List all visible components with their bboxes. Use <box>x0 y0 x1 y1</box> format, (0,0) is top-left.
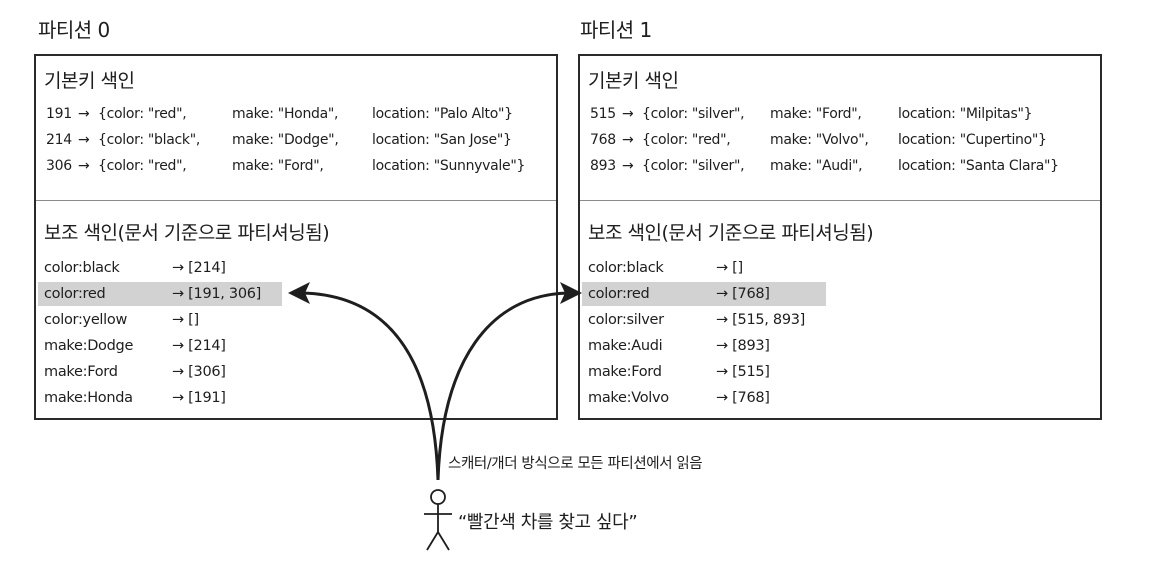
section-divider <box>580 200 1100 201</box>
partition-0-primary-index-title: 기본키 색인 <box>44 70 135 92</box>
user-query-quote: “빨간색 차를 찾고 싶다” <box>458 512 638 533</box>
partition-1-title: 파티션 1 <box>580 18 652 42</box>
index-value: → [] <box>172 312 199 328</box>
index-key: color:black <box>44 260 120 276</box>
partition-1-index-row: make:Volvo → [768] <box>582 386 826 410</box>
index-value: → [893] <box>716 338 770 354</box>
index-key: color:yellow <box>44 312 128 328</box>
record-make: make: "Ford", <box>770 106 862 122</box>
partition-0-index-row: make:Dodge → [214] <box>38 334 282 358</box>
record-make: make: "Ford", <box>232 158 324 174</box>
index-key: color:red <box>44 286 106 302</box>
record-color: {color: "red", <box>98 106 187 122</box>
index-value: → [214] <box>172 260 226 276</box>
record-location: location: "Milpitas"} <box>898 106 1033 122</box>
arrowhead-left-icon <box>288 282 310 304</box>
arrow-to-partition-0 <box>301 291 440 481</box>
record-id: 191 <box>46 106 72 122</box>
index-value: → [515] <box>716 364 770 380</box>
partition-1-index-row: color:silver → [515, 893] <box>582 308 826 332</box>
arrow-icon: → <box>78 132 90 148</box>
record-id: 306 <box>46 158 72 174</box>
index-key: make:Audi <box>588 338 663 354</box>
partition-0-title: 파티션 0 <box>38 18 110 42</box>
partition-1-box: 기본키 색인 515 → {color: "silver", make: "Fo… <box>578 54 1102 420</box>
index-value: → [] <box>716 260 743 276</box>
partition-1-secondary-index-title: 보조 색인(문서 기준으로 파티셔닝됨) <box>588 222 874 244</box>
partition-0-index-row: make:Honda → [191] <box>38 386 282 410</box>
record-id: 893 <box>590 158 616 174</box>
index-key: make:Honda <box>44 390 133 406</box>
partition-1-index-row: make:Audi → [893] <box>582 334 826 358</box>
record-id: 515 <box>590 106 616 122</box>
index-key: color:red <box>588 286 650 302</box>
index-value: → [768] <box>716 390 770 406</box>
index-key: make:Dodge <box>44 338 134 354</box>
record-location: location: "Santa Clara"} <box>898 158 1059 174</box>
record-color: {color: "silver", <box>642 106 745 122</box>
index-key: color:silver <box>588 312 664 328</box>
user-stick-figure-icon <box>424 489 452 551</box>
arrowhead-right-icon <box>560 282 582 304</box>
record-color: {color: "red", <box>98 158 187 174</box>
record-id: 768 <box>590 132 616 148</box>
partition-1-index-row: make:Ford → [515] <box>582 360 826 384</box>
arrow-icon: → <box>622 106 634 122</box>
index-key: make:Ford <box>588 364 662 380</box>
record-location: location: "San Jose"} <box>372 132 512 148</box>
partition-0-secondary-index-title: 보조 색인(문서 기준으로 파티셔닝됨) <box>44 222 330 244</box>
partition-0-index-row: color:black → [214] <box>38 256 282 280</box>
partition-1-primary-index-title: 기본키 색인 <box>588 70 679 92</box>
record-location: location: "Sunnyvale"} <box>372 158 526 174</box>
section-divider <box>36 200 556 201</box>
index-key: make:Ford <box>44 364 118 380</box>
index-value: → [191, 306] <box>172 286 262 302</box>
record-make: make: "Dodge", <box>232 132 339 148</box>
partition-1-index-row: color:black → [] <box>582 256 826 280</box>
partition-0-index-row: make:Ford → [306] <box>38 360 282 384</box>
arrow-icon: → <box>78 106 90 122</box>
index-value: → [768] <box>716 286 770 302</box>
index-key: make:Volvo <box>588 390 669 406</box>
index-value: → [191] <box>172 390 226 406</box>
record-color: {color: "red", <box>642 132 731 148</box>
arrow-to-partition-1 <box>436 291 569 481</box>
partition-1-index-row-highlighted: color:red → [768] <box>582 282 826 306</box>
record-location: location: "Cupertino"} <box>898 132 1047 148</box>
index-value: → [306] <box>172 364 226 380</box>
record-color: {color: "silver", <box>642 158 745 174</box>
partition-0-index-row-highlighted: color:red → [191, 306] <box>38 282 282 306</box>
scatter-gather-annotation: 스캐터/개더 방식으로 모든 파티션에서 읽음 <box>448 456 703 472</box>
record-make: make: "Honda", <box>232 106 339 122</box>
index-value: → [214] <box>172 338 226 354</box>
index-key: color:black <box>588 260 664 276</box>
record-id: 214 <box>46 132 72 148</box>
record-make: make: "Volvo", <box>770 132 869 148</box>
arrow-icon: → <box>78 158 90 174</box>
arrow-icon: → <box>622 132 634 148</box>
partition-0-box: 기본키 색인 191 → {color: "red", make: "Honda… <box>34 54 558 420</box>
index-value: → [515, 893] <box>716 312 806 328</box>
record-color: {color: "black", <box>98 132 200 148</box>
arrow-icon: → <box>622 158 634 174</box>
record-make: make: "Audi", <box>770 158 863 174</box>
partition-0-index-row: color:yellow → [] <box>38 308 282 332</box>
record-location: location: "Palo Alto"} <box>372 106 513 122</box>
